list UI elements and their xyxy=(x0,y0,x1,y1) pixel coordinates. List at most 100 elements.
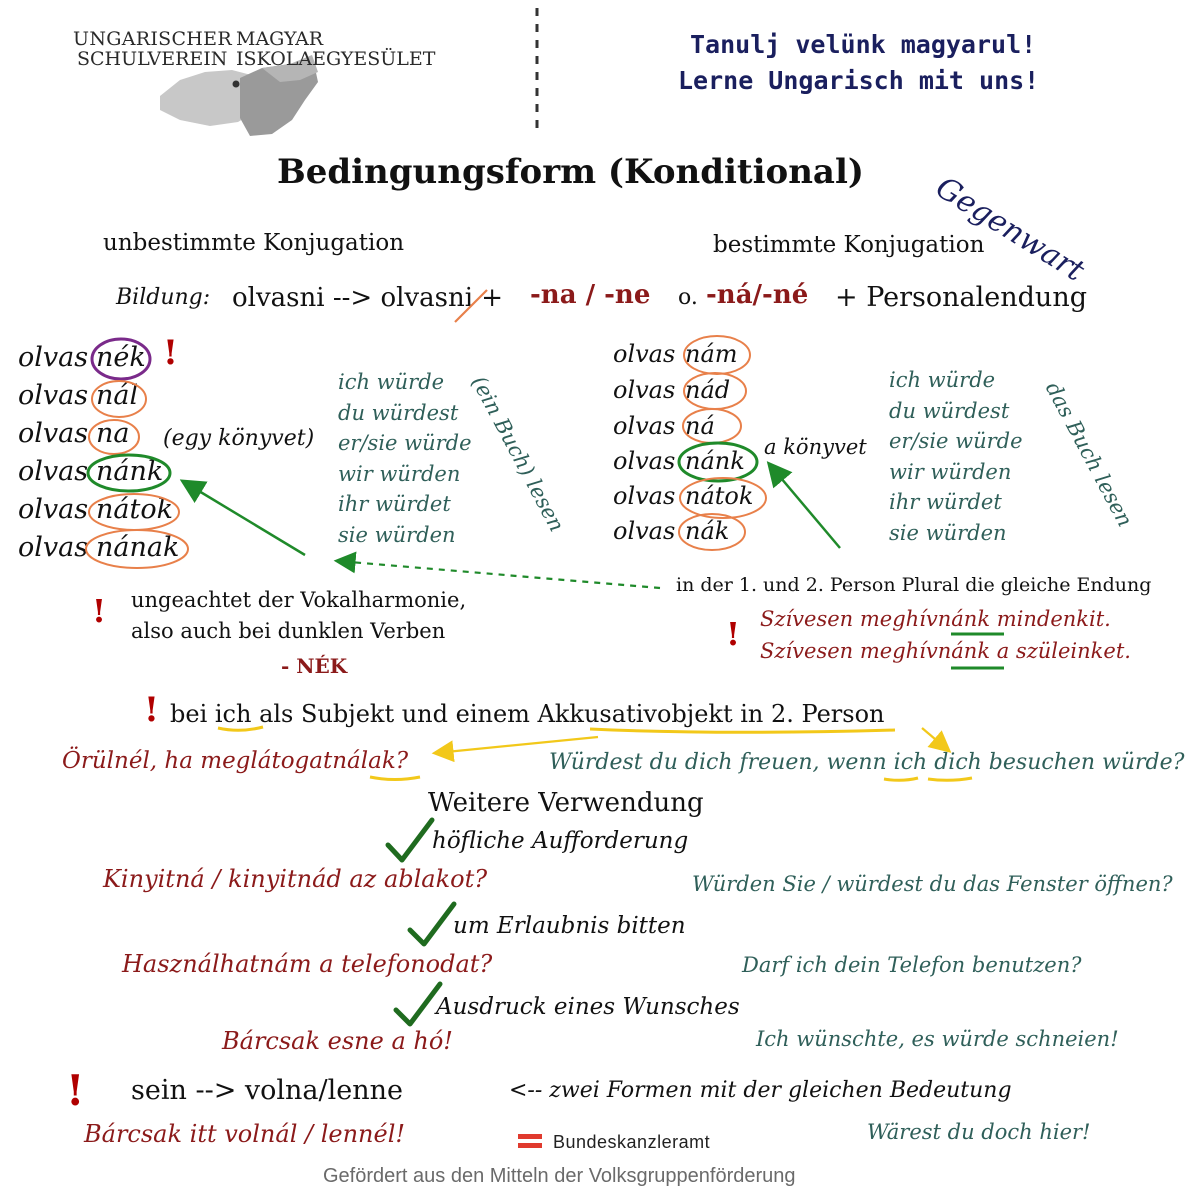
conj-stem: olvas xyxy=(18,494,89,525)
underline-mark xyxy=(927,776,973,782)
usage-example-hu: Kinyitná / kinyitnád az ablakot? xyxy=(103,865,488,893)
indefinite-translations: ich würde du würdest er/sie würde wir wü… xyxy=(338,367,472,550)
conj-stem: olvas xyxy=(613,412,676,440)
translation-line: du würdest xyxy=(338,400,459,425)
funding-note: Gefördert aus den Mitteln der Volksgrupp… xyxy=(323,1165,796,1187)
translation-line: sie würden xyxy=(889,520,1007,545)
slogan-hu: Tanulj velünk magyarul! xyxy=(690,30,1037,59)
slogan-de: Lerne Ungarisch mit uns! xyxy=(678,66,1040,95)
definite-translations: ich würde du würdest er/sie würde wir wü… xyxy=(889,365,1023,548)
indefinite-object: (egy könyvet) xyxy=(163,426,315,451)
underline-mark xyxy=(217,725,264,732)
conj-ending: nák xyxy=(685,517,730,545)
heading-indefinite: unbestimmte Konjugation xyxy=(103,230,405,256)
logo-text-hu-1: MAGYAR xyxy=(236,28,324,50)
formation-personal: + Personalendung xyxy=(835,282,1087,313)
same-ending-note: in der 1. und 2. Person Plural die gleic… xyxy=(676,574,1152,596)
translation-line: du würdest xyxy=(889,398,1010,423)
logo-text-de-2: SCHULVEREIN xyxy=(77,48,228,70)
harmony-suffix: - NÉK xyxy=(281,654,348,678)
translation-line: er/sie würde xyxy=(338,431,472,455)
formation-infinitive: olvasni --> olvasni + xyxy=(232,283,504,313)
usage-label: Ausdruck eines Wunsches xyxy=(436,994,740,1020)
arrow-icon xyxy=(766,461,841,549)
warning-exclamation-icon: ! xyxy=(66,1066,85,1115)
underline-mark xyxy=(883,776,919,782)
usage-heading: Weitere Verwendung xyxy=(428,788,704,818)
warning-exclamation-icon: ! xyxy=(726,615,741,653)
translation-line: sie würden xyxy=(338,522,456,547)
translation-line: ihr würdet xyxy=(889,490,1002,514)
conj-stem: olvas xyxy=(18,532,89,563)
translation-line: wir würden xyxy=(889,459,1012,484)
usage-example-hu: Bárcsak esne a hó! xyxy=(222,1027,453,1055)
translation-line: ich würde xyxy=(889,368,996,392)
usage-label: um Erlaubnis bitten xyxy=(453,913,686,939)
map-logo-icon xyxy=(160,55,318,136)
conj-ending: nám xyxy=(685,340,738,368)
translation-line: wir würden xyxy=(338,461,461,486)
sein-note: <-- zwei Formen mit der gleichen Bedeutu… xyxy=(509,1078,1012,1103)
conj-stem: olvas xyxy=(613,447,676,475)
circle-mark xyxy=(86,453,172,493)
formation-label: Bildung: xyxy=(116,285,211,310)
conj-ending: nánk xyxy=(96,456,164,487)
circle-mark xyxy=(91,380,147,418)
warning-exclamation-icon: ! xyxy=(92,592,107,630)
warning-exclamation-icon: ! xyxy=(163,333,178,373)
underline-mark xyxy=(369,775,421,781)
translation-line: ihr würdet xyxy=(338,492,451,516)
header-divider xyxy=(535,8,539,130)
checkmark-icon xyxy=(393,981,443,1027)
arrow-icon xyxy=(431,735,599,763)
conj-stem: olvas xyxy=(613,340,676,368)
formation-suffix-indef: -na / -ne xyxy=(530,280,651,310)
conj-stem: olvas xyxy=(18,342,89,373)
example-sentence-1: Szívesen meghívnánk mindenkit. xyxy=(760,607,1111,631)
logo-text-hu-2: ISKOLAEGYESÜLET xyxy=(236,48,436,70)
sein-rule: sein --> volna/lenne xyxy=(131,1075,403,1106)
translation-line: ich würde xyxy=(338,370,445,394)
translation-line: er/sie würde xyxy=(889,429,1023,453)
conj-ending: nánk xyxy=(685,447,745,475)
lak-example-de: Würdest du dich freuen, wenn ich dich be… xyxy=(549,750,1185,775)
circle-mark xyxy=(683,372,747,410)
circle-mark xyxy=(677,441,759,483)
conj-ending: nátok xyxy=(96,494,173,525)
circle-mark xyxy=(90,337,152,381)
conj-stem: olvas xyxy=(18,456,89,487)
formation-or: o. xyxy=(678,285,698,310)
lak-rule: bei ich als Subjekt und einem Akkusativo… xyxy=(170,700,885,728)
sein-example-hu: Bárcsak itt volnál / lennél! xyxy=(84,1120,406,1148)
usage-example-de: Ich wünschte, es würde schneien! xyxy=(756,1027,1119,1051)
example-sentence-2: Szívesen meghívnánk a szüleinket. xyxy=(760,639,1131,663)
circle-mark xyxy=(683,335,751,375)
conj-stem: olvas xyxy=(613,517,676,545)
conj-stem: olvas xyxy=(613,482,676,510)
circle-mark xyxy=(678,513,746,551)
harmony-note-1: ungeachtet der Vokalharmonie, xyxy=(131,588,467,612)
circle-mark xyxy=(682,408,742,444)
conj-ending: nád xyxy=(685,376,731,404)
conj-ending: nának xyxy=(96,532,180,563)
circle-mark xyxy=(85,529,189,569)
conj-ending: ná xyxy=(685,412,715,440)
definite-object: a könyvet xyxy=(764,435,867,459)
warning-exclamation-icon: ! xyxy=(144,690,159,730)
formation-suffix-def: -ná/-né xyxy=(706,280,809,310)
usage-label: höfliche Aufforderung xyxy=(432,828,689,854)
checkmark-icon xyxy=(407,901,457,947)
underline-mark xyxy=(589,727,896,734)
arrow-icon xyxy=(333,551,661,590)
circle-mark xyxy=(88,419,140,455)
conj-ending: nátok xyxy=(685,482,754,510)
logo-text-de-1: UNGARISCHER xyxy=(73,28,232,50)
conj-stem: olvas xyxy=(18,418,89,449)
harmony-note-2: also auch bei dunklen Verben xyxy=(131,619,446,643)
arrow-icon xyxy=(921,727,952,753)
austria-flag-icon xyxy=(518,1134,542,1150)
arrow-icon xyxy=(179,479,306,557)
conj-stem: olvas xyxy=(18,380,89,411)
checkmark-icon xyxy=(385,817,435,863)
